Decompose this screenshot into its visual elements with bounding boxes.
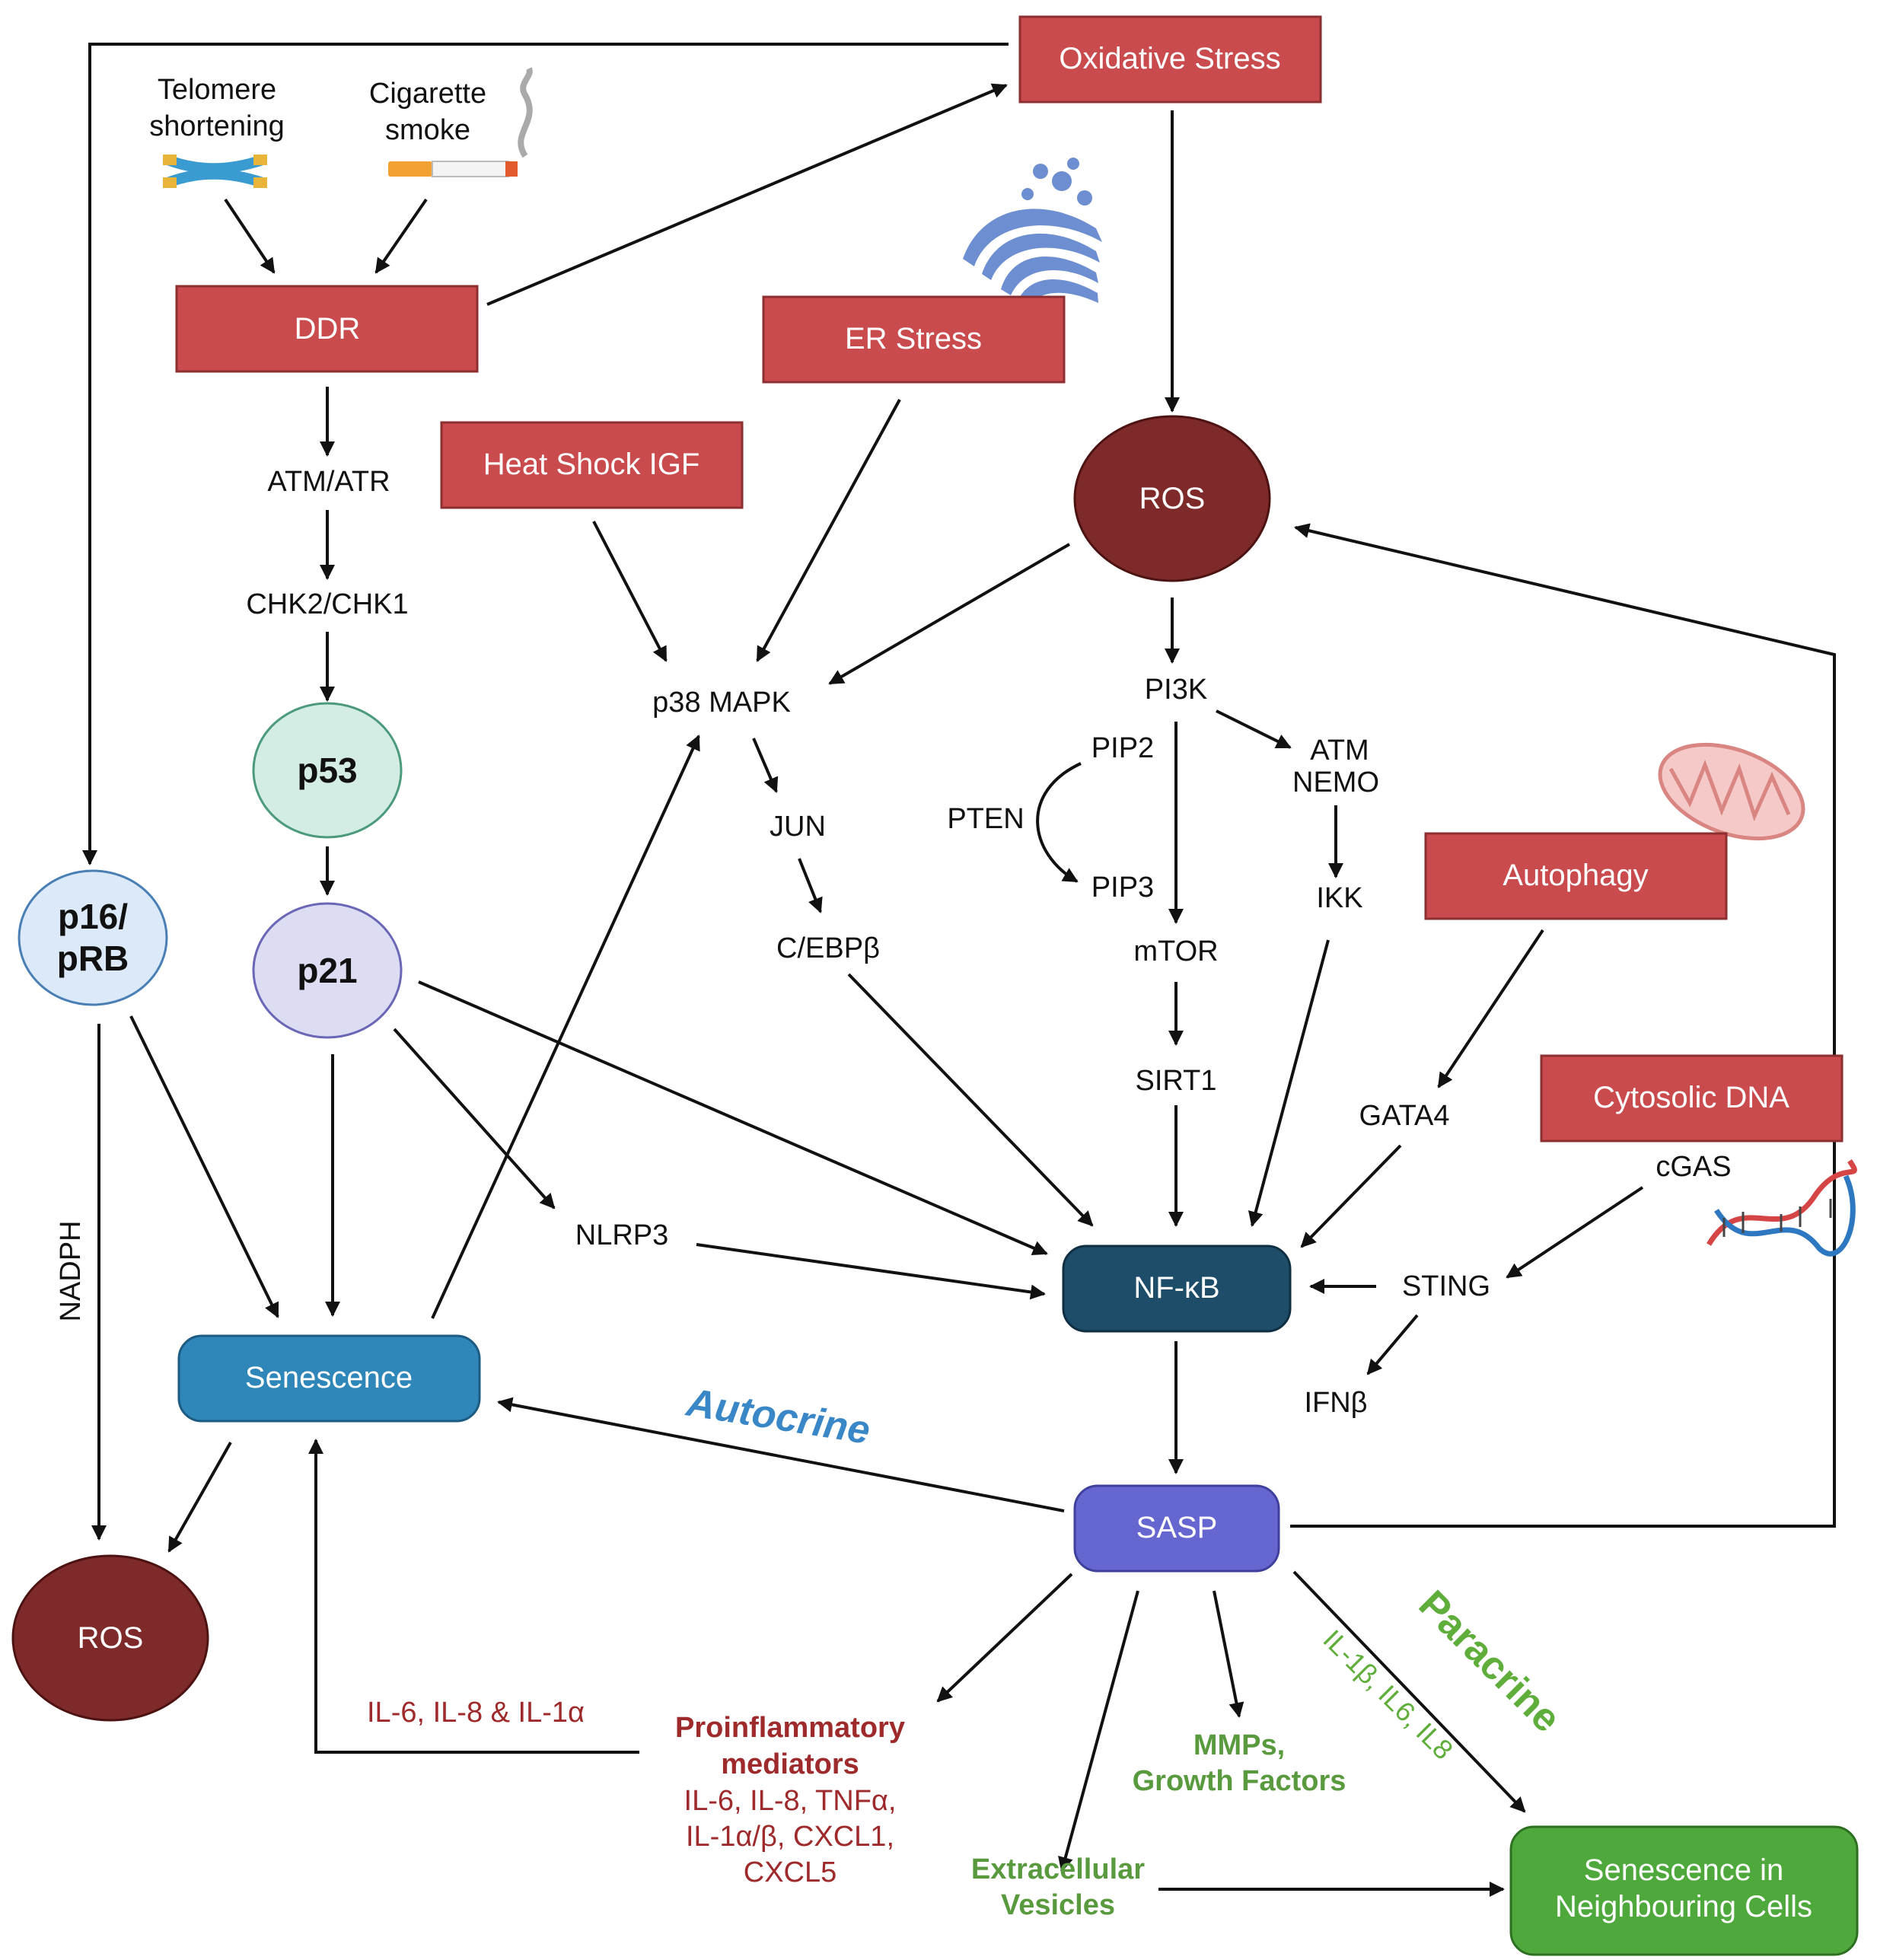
sting-label: STING: [1402, 1270, 1490, 1302]
heat-shock-igf-label: Heat Shock IGF: [483, 448, 700, 481]
paracrine-list-label: IL-1β, IL6, IL8: [1318, 1624, 1460, 1766]
oxidative-stress-label: Oxidative Stress: [1059, 42, 1280, 75]
cigarette-label-line2: smoke: [385, 114, 470, 146]
proinflammatory-list-line3: CXCL5: [744, 1856, 837, 1888]
ros-bottom-node: ROS: [11, 1554, 209, 1722]
sasp-node: SASP: [1073, 1484, 1280, 1573]
chk-label: CHK2/CHK1: [246, 588, 408, 620]
ifnb-label: IFNβ: [1304, 1387, 1367, 1419]
svg-text:Neighbouring Cells: Neighbouring Cells: [1555, 1890, 1812, 1923]
jun-label: JUN: [770, 811, 826, 843]
cebp-label: C/EBPβ: [776, 932, 880, 964]
proinflammatory-list-line1: IL-6, IL-8, TNFα,: [684, 1785, 897, 1817]
p21-node: p21: [252, 902, 403, 1039]
svg-text:ROS: ROS: [1139, 482, 1206, 515]
nfkb-node: NF-κB: [1062, 1245, 1292, 1333]
il-loop-label: IL-6, IL-8 & IL-1α: [367, 1697, 585, 1729]
senescence-node: Senescence: [177, 1334, 481, 1423]
svg-text:Senescence in: Senescence in: [1584, 1853, 1783, 1887]
cgas-label: cGAS: [1656, 1151, 1731, 1183]
box-cytosolic-dna: Cytosolic DNA: [1540, 1054, 1844, 1143]
box-heat-shock-igf: Heat Shock IGF: [440, 421, 744, 509]
svg-text:NF-κB: NF-κB: [1133, 1271, 1219, 1305]
telomere-label-line1: Telomere: [158, 74, 276, 106]
box-er-stress: ER Stress: [762, 295, 1066, 384]
svg-text:ROS: ROS: [78, 1621, 144, 1655]
ev-line1: Extracellular: [971, 1853, 1145, 1885]
svg-text:p16/: p16/: [58, 897, 128, 936]
pten-label: PTEN: [947, 803, 1024, 835]
nemo-label: NEMO: [1292, 766, 1379, 798]
golgi-icon: [963, 158, 1102, 311]
pip2-label: PIP2: [1091, 732, 1154, 764]
ddr-label: DDR: [295, 312, 361, 346]
telomere-label-line2: shortening: [149, 110, 284, 142]
chromosome-icon: [163, 155, 267, 188]
svg-text:p53: p53: [297, 751, 357, 790]
p16-prb-node: p16/ pRB: [18, 869, 168, 1006]
mtor-label: mTOR: [1133, 935, 1218, 967]
svg-text:SASP: SASP: [1136, 1511, 1218, 1544]
mitochondrion-icon: [1658, 742, 1805, 841]
sirt1-label: SIRT1: [1135, 1065, 1216, 1097]
proinflammatory-title-line1: Proinflammatory: [675, 1712, 905, 1744]
ikk-label: IKK: [1316, 882, 1362, 914]
nlrp3-label: NLRP3: [575, 1219, 669, 1251]
ev-line2: Vesicles: [1001, 1889, 1115, 1921]
svg-text:Senescence: Senescence: [245, 1361, 413, 1394]
svg-text:p21: p21: [297, 951, 357, 990]
proinflammatory-list-line2: IL-1α/β, CXCL1,: [686, 1821, 894, 1853]
atm-atr-label: ATM/ATR: [267, 466, 390, 498]
arrows: [82, 43, 1836, 1897]
autophagy-label: Autophagy: [1503, 859, 1648, 892]
neighbour-senescence-node: Senescence in Neighbouring Cells: [1509, 1825, 1859, 1956]
p38-mapk-label: p38 MAPK: [652, 687, 791, 719]
gata4-label: GATA4: [1359, 1100, 1450, 1132]
pip3-label: PIP3: [1091, 872, 1154, 904]
proinflammatory-title-line2: mediators: [721, 1748, 859, 1780]
cigarette-label-line1: Cigarette: [369, 78, 486, 110]
cytosolic-dna-label: Cytosolic DNA: [1593, 1081, 1789, 1114]
atm-label: ATM: [1310, 735, 1369, 766]
box-autophagy: Autophagy: [1424, 832, 1728, 920]
ros-top-node: ROS: [1073, 415, 1271, 582]
er-stress-label: ER Stress: [845, 322, 982, 355]
svg-text:pRB: pRB: [57, 939, 129, 978]
nadph-label: NADPH: [55, 1220, 87, 1321]
pi3k-label: PI3K: [1145, 674, 1207, 706]
mmps-line1: MMPs,: [1193, 1729, 1285, 1761]
box-ddr: DDR: [175, 285, 479, 373]
p53-node: p53: [252, 702, 403, 839]
cigarette-icon: [388, 67, 533, 177]
box-oxidative-stress: Oxidative Stress: [1018, 15, 1322, 104]
dna-icon: [1707, 1159, 1857, 1257]
mmps-line2: Growth Factors: [1133, 1765, 1346, 1797]
